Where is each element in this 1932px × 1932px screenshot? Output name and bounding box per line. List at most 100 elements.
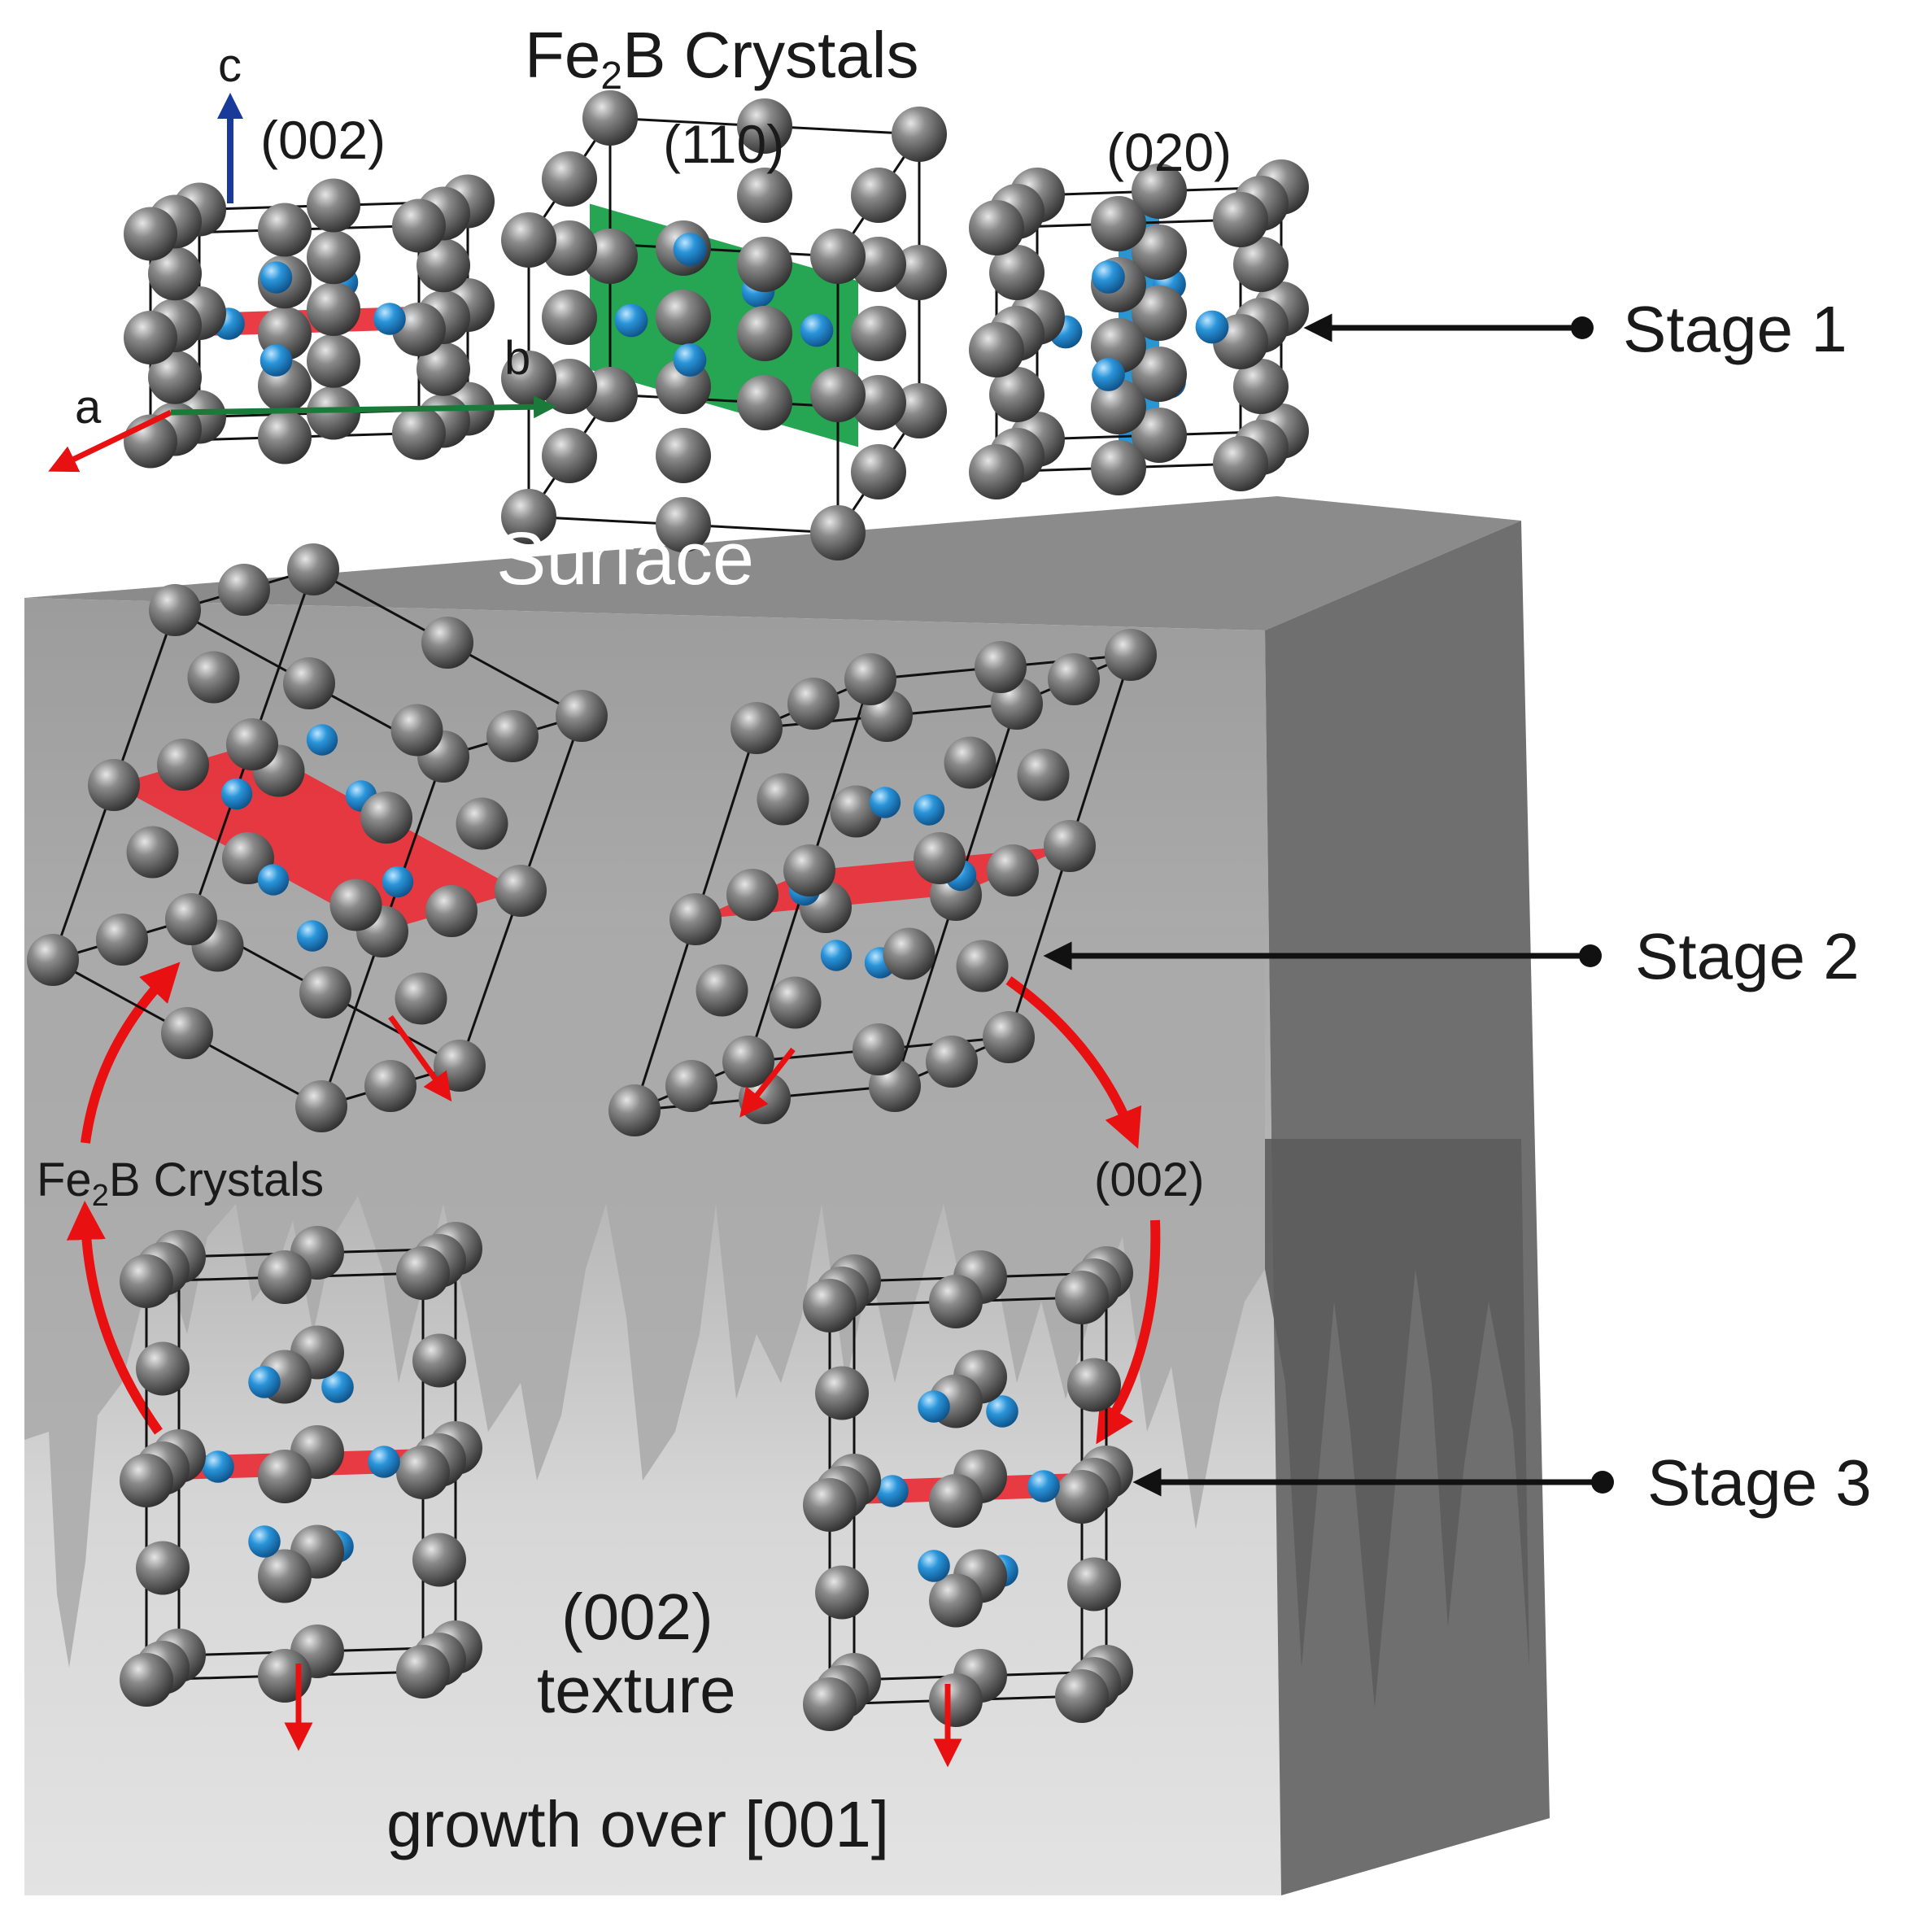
b-atom	[248, 1525, 281, 1558]
fe-atom	[810, 229, 866, 284]
stage1-cell-020	[969, 159, 1309, 499]
fe-atom	[120, 1653, 173, 1707]
b-atom	[202, 1450, 234, 1483]
cycle-arrows	[66, 962, 1161, 1445]
fe-atom	[1132, 408, 1187, 463]
fe-atom	[969, 322, 1024, 377]
fe-atom	[360, 792, 412, 844]
fe-atom	[1048, 653, 1100, 705]
stage1-cell-110	[501, 90, 947, 560]
fe-atom	[295, 1080, 347, 1132]
fe-atom	[258, 1250, 312, 1304]
fe-atom	[364, 1060, 416, 1112]
growth-label: growth over [001]	[386, 1788, 889, 1860]
fe-atom	[187, 651, 240, 704]
fe-atom	[737, 306, 792, 361]
fe-atom	[1067, 1557, 1121, 1611]
fe-atom	[120, 1254, 173, 1308]
stage2-cell-right-growth-arrow	[739, 1047, 796, 1118]
fe-atom	[218, 564, 270, 616]
fe-atom	[1233, 359, 1289, 414]
stage1-label: Stage 1	[1623, 293, 1847, 365]
fe-atom	[783, 844, 835, 896]
stage1-cell-002	[124, 174, 495, 469]
fe-atom	[392, 303, 446, 356]
fe-atom	[815, 1565, 869, 1620]
crystal-layer	[27, 90, 1309, 1768]
stage2-cell-left-plane	[114, 744, 521, 931]
axis-b-label: b	[504, 332, 530, 385]
fe-atom	[810, 367, 866, 422]
fe-atom	[416, 238, 470, 293]
stage3-label: Stage 3	[1647, 1446, 1872, 1519]
fe-atom	[149, 584, 201, 636]
fe-atom	[412, 1533, 466, 1587]
b-atom	[220, 778, 253, 810]
fe-atom	[136, 1341, 190, 1396]
fe-atom	[27, 934, 79, 986]
cycle-arrow-right-lower	[1096, 1219, 1161, 1445]
b-atom	[373, 303, 406, 335]
fe-atom	[124, 311, 177, 364]
b-atom	[918, 1390, 950, 1423]
cycle-arrow-right-down	[1005, 976, 1142, 1149]
fe-atom	[608, 1084, 661, 1136]
fe-atom	[126, 826, 179, 879]
b-atom	[259, 261, 293, 294]
fe-atom	[416, 342, 470, 396]
b-atom	[820, 940, 853, 971]
fe-atom	[1132, 225, 1187, 280]
fe-atom	[392, 198, 446, 253]
fe-atom	[161, 1007, 213, 1059]
fe-atom	[803, 1677, 857, 1731]
fe-atom	[810, 505, 866, 560]
stage-pointers	[1043, 313, 1614, 1497]
block-top-face	[24, 496, 1521, 630]
fe-atom	[656, 428, 711, 483]
fe-atom	[1105, 629, 1157, 681]
axis-c-label: c	[218, 39, 242, 92]
b-atom	[673, 233, 707, 266]
fe-atom	[390, 704, 443, 757]
fe-atom	[969, 444, 1024, 499]
axis-triad	[48, 93, 556, 473]
fe-atom	[737, 98, 792, 154]
fe-atom	[307, 334, 360, 388]
fe-atom	[737, 168, 792, 223]
fe-atom	[258, 203, 312, 257]
fe-atom	[307, 230, 360, 285]
cycle-arrow-left-lower	[66, 1201, 163, 1435]
b-atom	[382, 866, 414, 898]
fe-atom	[1132, 286, 1187, 341]
fe-atom	[258, 410, 312, 464]
fe-atom	[1055, 1271, 1109, 1324]
stage3-dot	[1591, 1471, 1614, 1494]
stage2-cell-left-growth-arrow	[388, 1014, 452, 1102]
fe-atom	[929, 1673, 983, 1727]
fe-atom	[542, 151, 597, 207]
fe-atom	[656, 290, 711, 345]
fe-atom	[803, 1279, 857, 1332]
b-atom	[673, 343, 707, 377]
fe-atom	[396, 1446, 450, 1499]
side-columnar-grains	[1265, 1139, 1529, 1708]
fe-atom	[989, 245, 1045, 300]
cycle-arrow-left-up	[81, 962, 181, 1144]
fe-atom	[307, 282, 360, 336]
stage1-dot	[1571, 316, 1594, 339]
fe-atom	[757, 773, 809, 826]
fe-atom	[542, 428, 597, 483]
b-atom	[918, 1550, 950, 1582]
fe-atom	[851, 444, 906, 499]
fe-atom	[456, 797, 508, 850]
stage3-cell-left	[120, 1222, 482, 1751]
b-atom	[259, 344, 293, 377]
fe-atom	[929, 1275, 983, 1328]
b-atom	[1195, 310, 1229, 344]
fe-atom	[1132, 164, 1187, 219]
stage2-cell-right-plane	[696, 846, 1070, 919]
fe-atom	[989, 367, 1045, 422]
fe-atom	[486, 710, 539, 762]
fe-atom	[556, 690, 608, 742]
